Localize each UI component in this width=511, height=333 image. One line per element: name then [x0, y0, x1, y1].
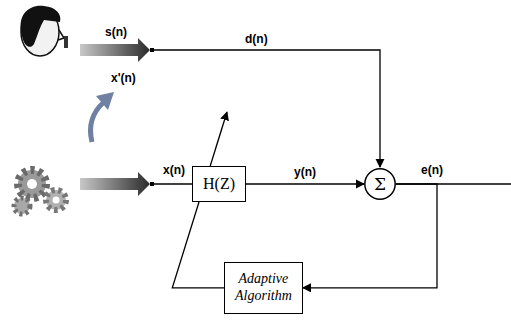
signal-arrow [80, 172, 150, 196]
leak-arrow-head [96, 92, 114, 110]
microphone [64, 36, 68, 48]
signal-arrow [80, 38, 150, 62]
speaker-icon [21, 6, 68, 56]
signal-name: e(n) [420, 164, 444, 178]
adjust-arrow [210, 112, 227, 166]
signal-connector [172, 202, 224, 288]
circle-outline [365, 169, 395, 199]
signal-name: d(n) [244, 33, 269, 47]
signal-name: y(n) [293, 166, 317, 180]
node-text: Adaptive Algorithm [235, 271, 292, 305]
process-box: Adaptive Algorithm [224, 262, 303, 314]
process-box: H(Z) [192, 166, 246, 202]
gears-icon [14, 170, 66, 214]
terminal [150, 48, 154, 52]
terminal [150, 182, 154, 186]
signal-wire [154, 50, 380, 167]
signal-name: x(n) [162, 164, 186, 178]
node-text: Σ [374, 174, 386, 194]
node-text: H(Z) [203, 175, 235, 193]
summing-junction: Σ [364, 168, 396, 200]
signal-wire [154, 183, 192, 184]
signal-connector [303, 184, 437, 288]
signal-connector [246, 183, 364, 184]
leak-arrow [91, 102, 105, 142]
signal-name: x'(n) [110, 72, 137, 86]
signal-name: s(n) [104, 26, 128, 40]
